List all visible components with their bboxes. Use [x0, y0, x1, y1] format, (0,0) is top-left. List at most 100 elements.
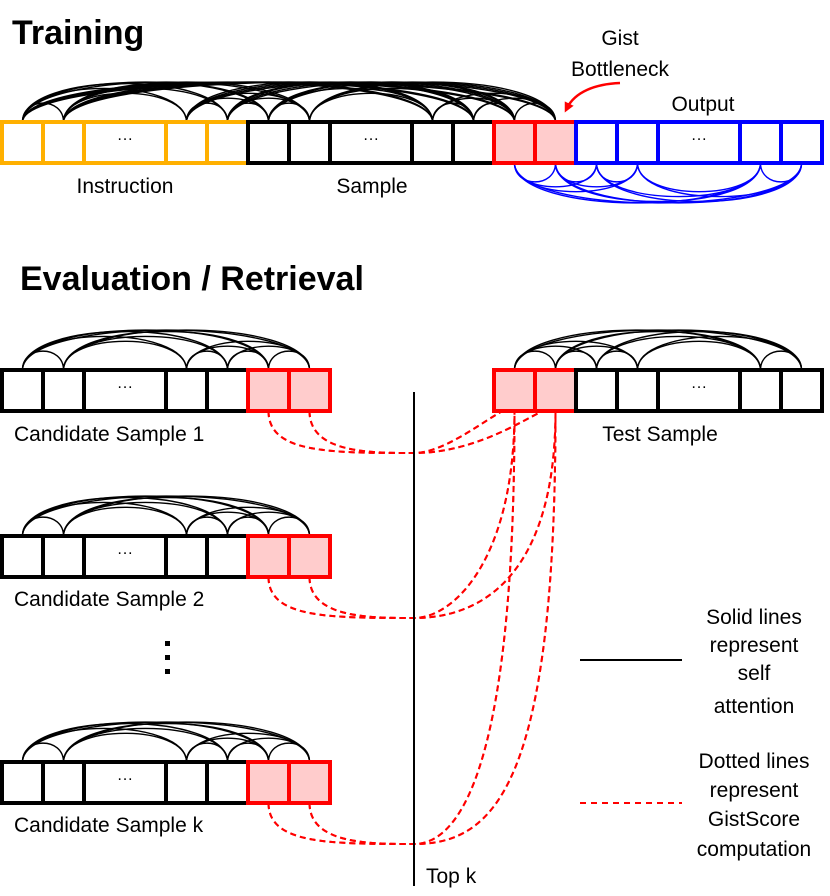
test-self-attention — [513, 329, 803, 371]
instruction-label: Instruction — [77, 175, 174, 198]
candidate-2-self-attention-arc — [21, 516, 65, 537]
sample-tokens: ··· — [246, 120, 496, 165]
candidate-2-gist-token — [287, 534, 332, 579]
candidate-1-self-attention-arc — [62, 340, 188, 371]
gistscore-line-3 — [308, 410, 516, 846]
sample-token — [451, 120, 496, 165]
candidate-3-self-attention-arc — [62, 727, 229, 763]
candidate-3-self-attention — [21, 721, 311, 763]
candidate-2-self-attention — [21, 495, 311, 537]
candidate-2-self-attention-arc — [21, 495, 311, 537]
sample-token — [410, 120, 455, 165]
output-attention-arc — [513, 162, 803, 204]
candidate-1-self-attention-arc — [21, 335, 188, 371]
output-attention-arc — [513, 162, 557, 183]
candidate-3-gist-token — [246, 760, 291, 805]
output-token — [574, 120, 619, 165]
gist-token — [492, 120, 537, 165]
candidate-2-self-attention-arc — [62, 506, 188, 537]
training-self-attention-arc — [308, 92, 434, 123]
test-self-attention-arc — [636, 340, 762, 371]
candidate-3-token — [205, 760, 250, 805]
sample-label: Sample — [336, 175, 407, 198]
top-k-label: Top k — [426, 865, 477, 888]
gistscore-line-2 — [267, 410, 516, 620]
candidate-2-label: Candidate Sample 2 — [14, 588, 204, 611]
gistscore-line-3 — [308, 410, 557, 846]
sample-token — [328, 120, 414, 165]
candidate-2-token — [41, 534, 86, 579]
instruction-token — [82, 120, 168, 165]
candidate-3-gist-tokens — [246, 760, 332, 805]
candidate-1-token — [41, 368, 86, 413]
candidate-2-token — [0, 534, 45, 579]
test-sample-ellipsis: ··· — [691, 379, 707, 396]
candidate-1-token — [205, 368, 250, 413]
output-token — [779, 120, 824, 165]
candidate-3-self-attention-arc — [21, 727, 188, 763]
candidate-2-self-attention-arc — [267, 516, 311, 537]
vertical-ellipsis — [165, 641, 170, 674]
instruction-tokens: ··· — [0, 120, 250, 165]
gistscore-line-2 — [308, 410, 557, 620]
gist-token — [533, 120, 578, 165]
candidate-3-self-attention-arc — [267, 742, 311, 763]
self-attention-arcs — [21, 81, 803, 763]
training-self-attention-arc — [472, 97, 557, 123]
candidate-2-gist-token — [246, 534, 291, 579]
test-sample-token — [738, 368, 783, 413]
candidate-2-self-attention-arc — [62, 501, 229, 537]
candidate-2-gist-tokens — [246, 534, 332, 579]
output-token — [615, 120, 660, 165]
candidate-1-self-attention-arc — [62, 335, 229, 371]
gist-bottleneck-arrow — [564, 81, 621, 113]
gist-annotation-line1: Gist — [601, 27, 639, 50]
candidate-2-self-attention-arc — [21, 501, 188, 537]
training-self-attention-arc — [21, 87, 188, 123]
test-self-attention-arc — [513, 350, 557, 371]
output-ellipsis: ··· — [691, 131, 707, 148]
test-gist-token — [533, 368, 578, 413]
candidate-k-label: Candidate Sample k — [14, 814, 204, 837]
output-label: Output — [671, 93, 734, 116]
candidate-3-self-attention-arc — [226, 742, 270, 763]
gist-annotation-line2: Bottleneck — [571, 58, 670, 81]
candidate-1-gist-token — [246, 368, 291, 413]
legend-dashed-text-3: GistScore — [708, 808, 800, 831]
candidate-3-gist-token — [287, 760, 332, 805]
instruction-ellipsis: ··· — [117, 131, 133, 148]
training-self-attention-arc — [226, 102, 270, 123]
sample-token — [287, 120, 332, 165]
candidate-2-ellipsis: ··· — [117, 545, 133, 562]
legend-solid-text-3: self — [738, 662, 771, 685]
training-self-attention-arc — [185, 102, 229, 123]
candidate-2-self-attention-arc — [226, 516, 270, 537]
training-self-attention — [21, 81, 557, 123]
candidate-1-self-attention-arc — [226, 350, 270, 371]
candidate-3-self-attention-arc — [21, 721, 311, 763]
output-tokens: ··· — [574, 120, 824, 165]
candidate-1-label: Candidate Sample 1 — [14, 423, 204, 446]
output-attention — [513, 162, 803, 204]
legend: Solid lines represent self attention Dot… — [580, 606, 811, 861]
test-self-attention-arc — [554, 350, 598, 371]
test-sample-tokens: ··· — [574, 368, 824, 413]
legend-dashed-text-2: represent — [710, 779, 799, 802]
test-sample-token — [656, 368, 742, 413]
candidate-3-self-attention-arc — [226, 737, 311, 763]
training-self-attention-arc — [431, 102, 475, 123]
candidate-1-self-attention-arc — [267, 350, 311, 371]
test-self-attention-arc — [513, 329, 803, 371]
legend-dashed-text-1: Dotted lines — [699, 750, 810, 773]
gistscore-line-2 — [308, 410, 516, 620]
test-sample-label: Test Sample — [602, 423, 718, 446]
gistscore-line-1 — [267, 406, 516, 455]
legend-solid-text-1: Solid lines — [706, 606, 802, 629]
output-attention-arc — [595, 162, 762, 198]
test-self-attention-arc — [636, 335, 803, 371]
training-self-attention-arc — [62, 92, 188, 123]
output-token — [738, 120, 783, 165]
test-self-attention-arc — [595, 350, 639, 371]
candidate-2-self-attention-arc — [226, 511, 311, 537]
